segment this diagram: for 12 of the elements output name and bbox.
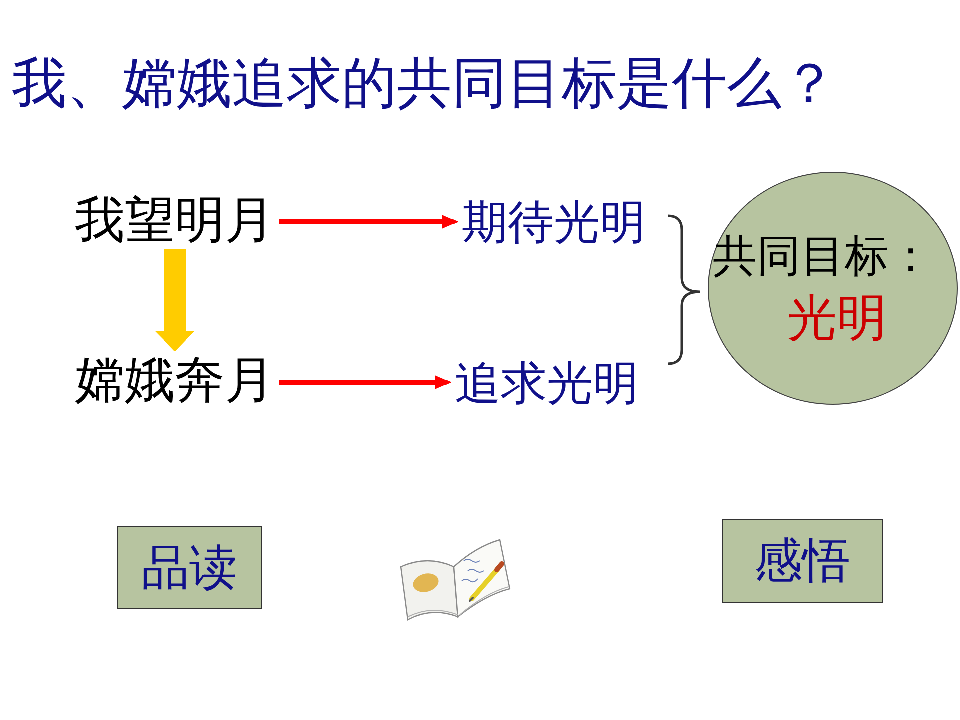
phrase-text: 嫦娥奔月 xyxy=(75,355,275,405)
phrase-text: 我望明月 xyxy=(75,195,275,245)
title: 我、嫦娥追求的共同目标是什么？ xyxy=(12,56,837,111)
goal-text: 光明 xyxy=(787,292,887,342)
label-box: 感悟 xyxy=(722,519,883,603)
phrase-text: 追求光明 xyxy=(455,360,639,406)
arrow xyxy=(155,249,195,351)
arrow xyxy=(279,376,451,390)
phrase-text: 期待光明 xyxy=(462,199,646,245)
goal-heading: 共同目标： xyxy=(713,234,933,278)
label-box: 品读 xyxy=(117,526,262,609)
arrow xyxy=(279,215,458,229)
